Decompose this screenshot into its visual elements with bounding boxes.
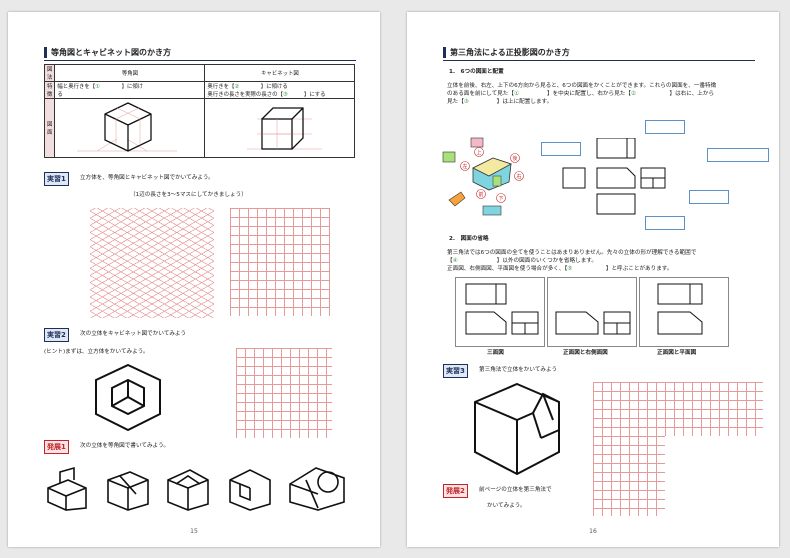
callout-box-2 — [541, 142, 581, 156]
development-1-badge: 発展1 — [44, 440, 69, 454]
table-header-iso: 等角図 — [54, 64, 206, 82]
hollow-cube-figure — [95, 363, 161, 432]
page-right: 第三角法による正投影図のかき方 1. 6つの図面と配置 立体を前後、右左、上下の… — [407, 12, 779, 547]
caption-three-view: 三面図 — [487, 350, 504, 356]
cab-figure-cell — [204, 98, 356, 158]
caption-front-top: 正面図と平面図 — [657, 350, 697, 356]
page-left: 等角図とキャビネット図のかき方 図法 等角図 キャビネット図 特徴 幅と奥行きを… — [8, 12, 380, 547]
exercise-1-note: （1辺の長さを3～5マスにしてかきましょう） — [130, 192, 247, 198]
dir-label-left: 左 — [463, 163, 468, 170]
table-header-cab: キャビネット図 — [204, 64, 356, 82]
six-views-diagram: 上 左 前 右 後 下 — [442, 137, 524, 216]
comparison-table: 図法 等角図 キャビネット図 特徴 幅と奥行きを【① 】に傾け る 奥行きを【②… — [43, 64, 356, 158]
table-row-feature: 特徴 — [43, 81, 56, 99]
view-layout-diagram — [562, 138, 666, 215]
exercise-3-text: 第三角法で立体をかいてみよう — [479, 367, 558, 373]
development-2-text2: かいてみよう。 — [487, 503, 526, 509]
table-header-method: 図法 — [43, 64, 56, 82]
isometric-grid — [90, 208, 214, 318]
paragraph-1: 立体を前後、右左、上下の6方向から見ると、6つの図面をかくことができます。これら… — [447, 83, 717, 105]
front-top-view-box — [639, 277, 729, 347]
development-2-badge: 発展2 — [443, 484, 468, 498]
solid-shapes-row — [47, 466, 345, 511]
page-number-left: 15 — [190, 528, 198, 535]
iso-feature-cell: 幅と奥行きを【① 】に傾け る — [54, 81, 206, 99]
dir-label-right: 右 — [517, 173, 522, 180]
exercise-2-badge: 実習2 — [44, 328, 69, 342]
cab-feature-cell: 奥行きを【② 】に傾ける 奥行きの長さを実際の長さの【③ 】にする — [204, 81, 356, 99]
dir-label-front: 前 — [479, 191, 484, 198]
square-grid-lower — [593, 436, 665, 516]
page-number-right: 16 — [589, 528, 597, 535]
dir-label-back: 後 — [513, 155, 518, 162]
callout-box-5 — [645, 216, 685, 230]
exercise-1-badge: 実習1 — [44, 172, 69, 186]
subheading-1: 1. 6つの図面と配置 — [449, 69, 504, 75]
caption-front-right: 正面図と右側面図 — [563, 350, 608, 356]
exercise-2-hint: (ヒント)まずは、立方体をかいてみよう。 — [44, 349, 149, 355]
square-grid-1 — [230, 208, 330, 316]
table-row-figure: 図面 — [43, 98, 56, 158]
cab-cube-figure — [247, 107, 323, 150]
development-1-text: 次の立体を等角図で書いてみよう。 — [80, 443, 169, 449]
subheading-2: 2. 図面の省略 — [449, 236, 489, 242]
square-grid-2 — [236, 348, 332, 438]
callout-box-4 — [689, 190, 729, 204]
paragraph-2: 第三角法では6つの図面の全てを使うことはあまりありません。先々の立体の形が理解で… — [447, 250, 697, 272]
development-2-text: 前ページの立体を第三角法で — [479, 487, 552, 493]
three-view-box — [455, 277, 545, 347]
iso-cube-figure — [77, 102, 178, 152]
front-right-view-box — [547, 277, 637, 347]
section-title: 等角図とキャビネット図のかき方 — [44, 46, 356, 61]
exercise-2-text: 次の立体をキャビネット図でかいてみよう — [80, 331, 187, 337]
square-grid-upper — [593, 382, 763, 436]
exercise-1-text: 立方体を、等角図とキャビネット図でかいてみよう。 — [80, 175, 214, 181]
section-title-right: 第三角法による正投影図のかき方 — [443, 46, 755, 61]
cut-cube-figure — [474, 382, 560, 476]
iso-figure-cell — [54, 98, 206, 158]
callout-box-1 — [645, 120, 685, 134]
callout-box-3 — [707, 148, 769, 162]
dir-label-bottom: 下 — [499, 196, 504, 202]
exercise-3-badge: 実習3 — [443, 364, 468, 378]
dir-label-top: 上 — [477, 149, 482, 156]
